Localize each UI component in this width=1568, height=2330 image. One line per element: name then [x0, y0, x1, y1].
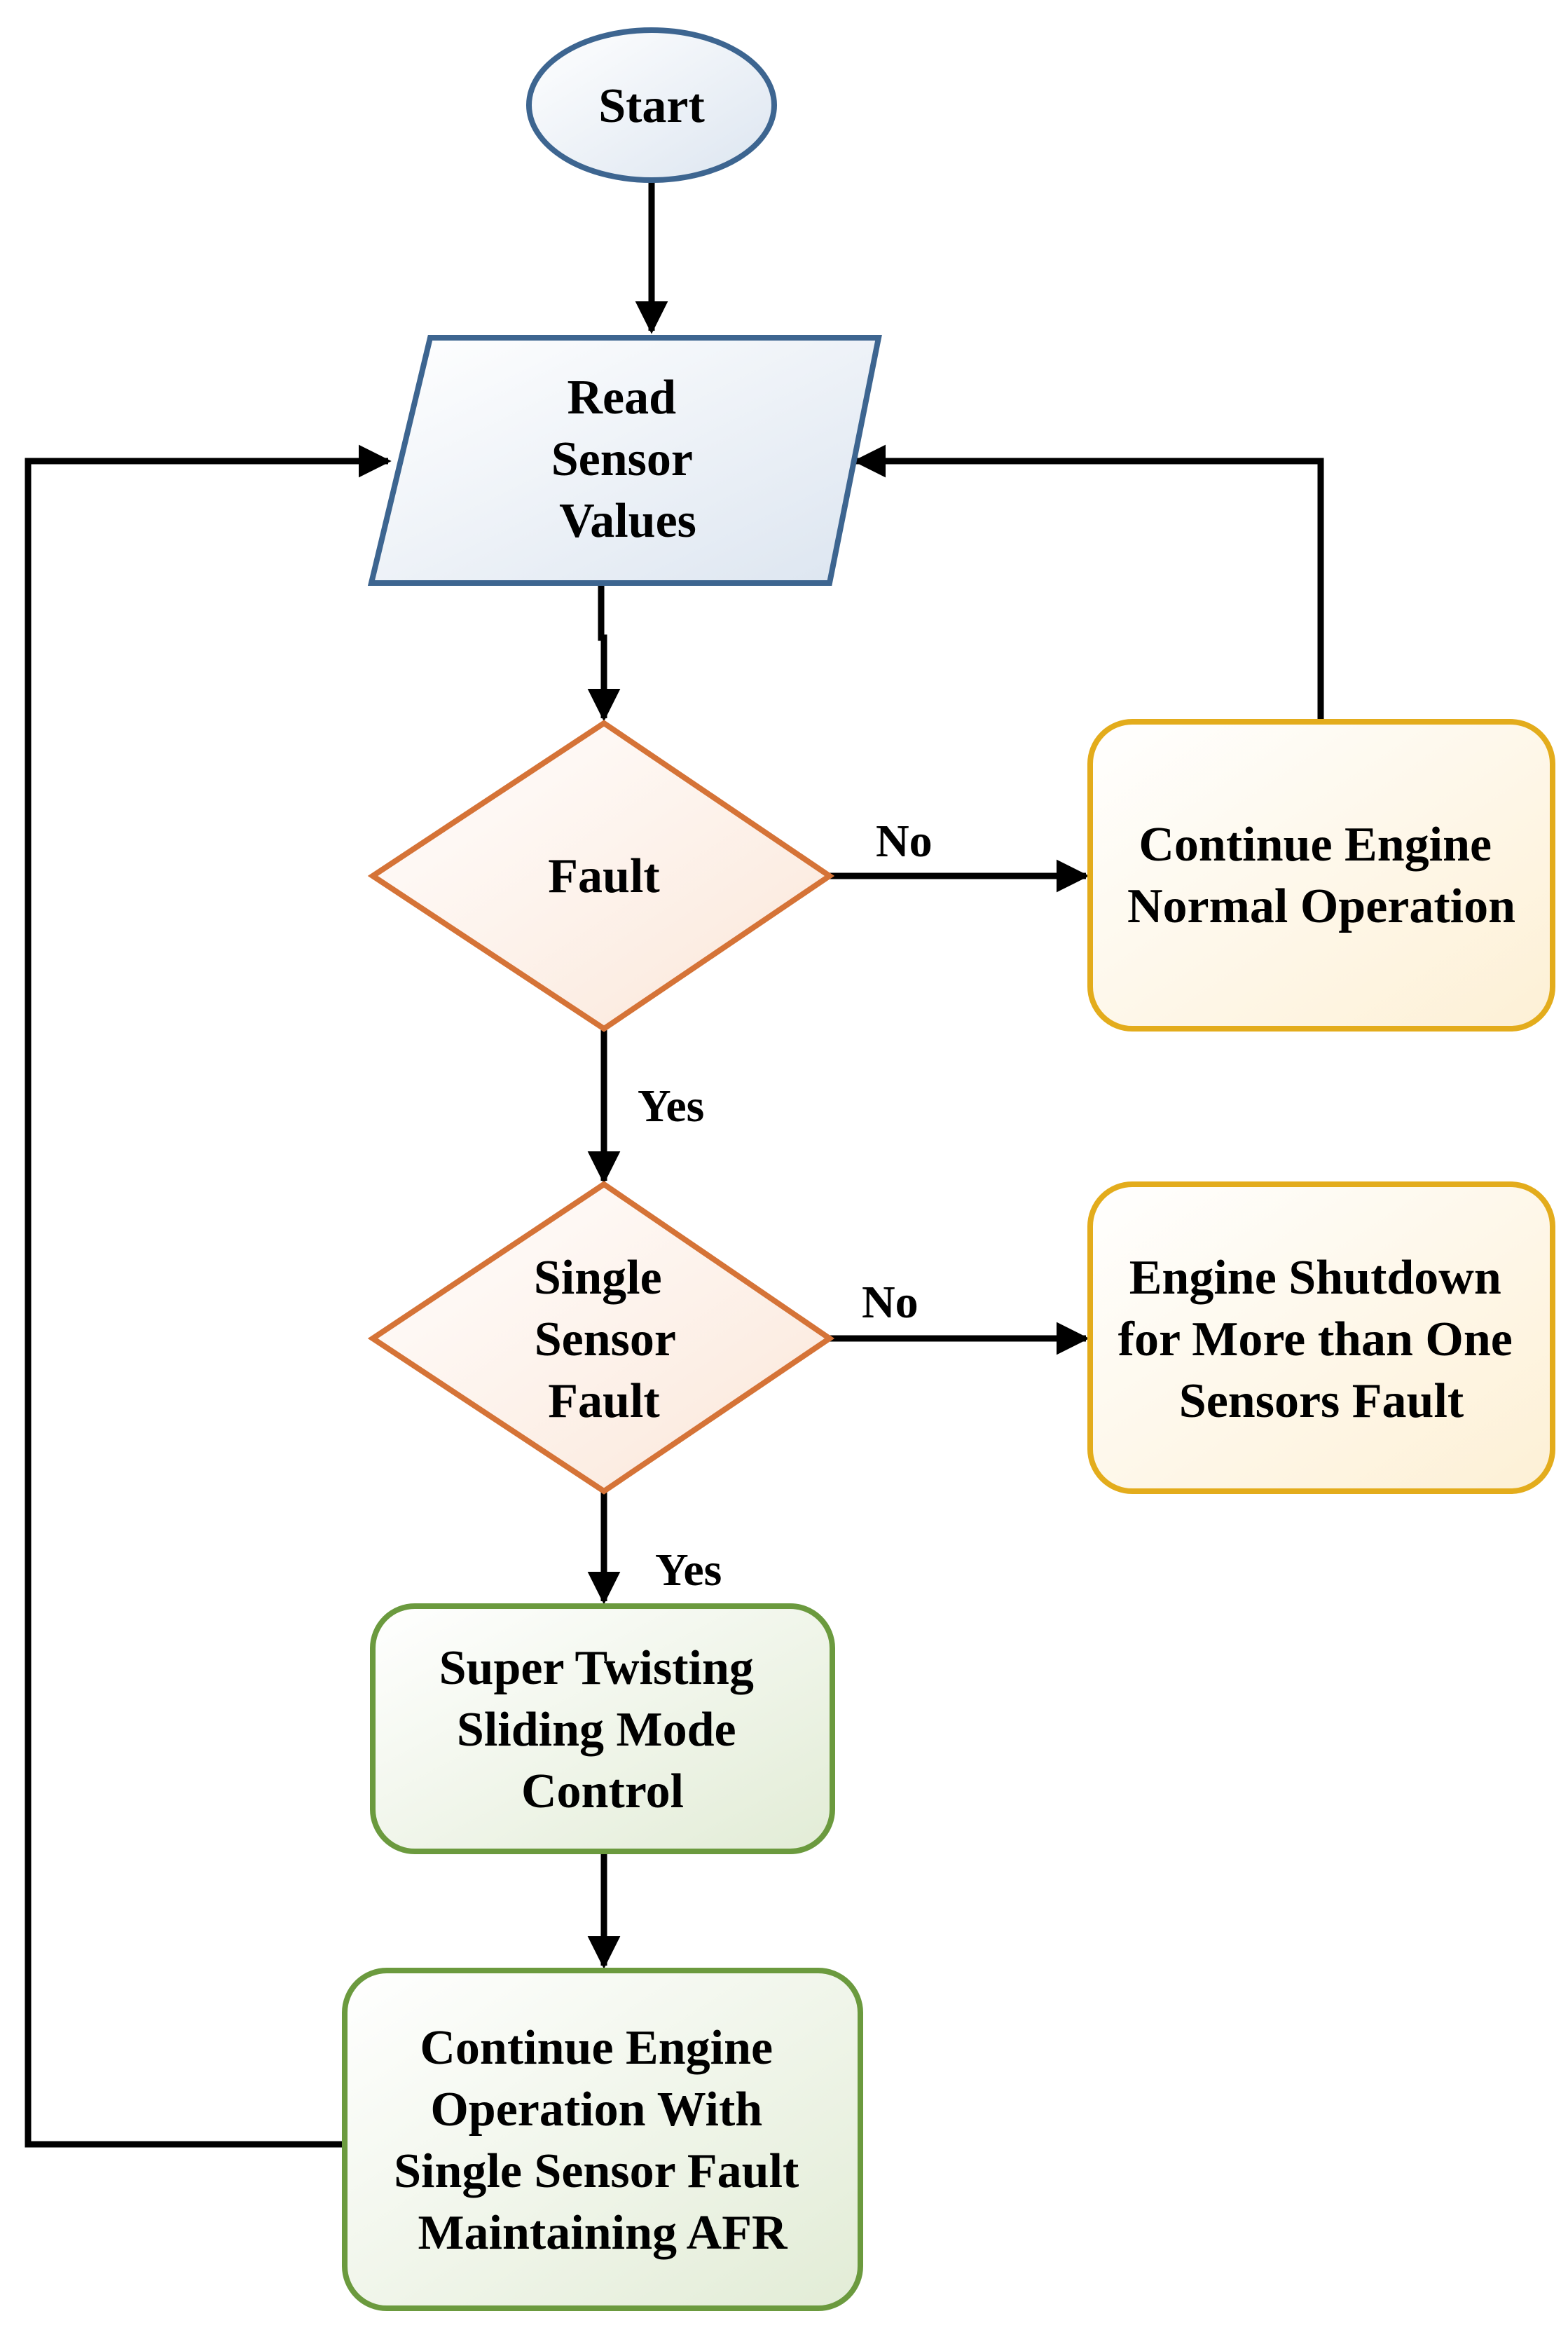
node-read: Read Sensor Values	[367, 335, 882, 586]
node-start-line-1: Start	[598, 79, 705, 133]
node-normal-line-2: Normal Operation	[1127, 879, 1515, 933]
node-fault-text: Fault	[548, 849, 659, 903]
node-cont-line-1: Continue Engine	[420, 2021, 773, 2075]
node-read-shape	[367, 335, 882, 586]
node-single-shape	[367, 1181, 835, 1495]
node-stsmc-line-2: Sliding Mode	[457, 1703, 736, 1757]
node-normal-text: Continue Engine Normal Operation	[1127, 818, 1515, 933]
edge-read-to-fault	[587, 583, 621, 722]
node-single: Single Sensor Fault	[367, 1181, 835, 1495]
edge-label-fault-no: No	[876, 816, 933, 867]
node-single-text: Single Sensor Fault	[534, 1251, 687, 1428]
node-normal-shape	[1087, 719, 1555, 1032]
node-shutdown-text: Engine Shutdown for More than One Sensor…	[1118, 1251, 1525, 1428]
node-cont-shape	[342, 1968, 863, 2311]
edge-cont-to-read	[25, 444, 392, 2148]
node-read-line-2: Sensor	[551, 432, 692, 486]
node-single-line-1: Single	[534, 1251, 662, 1305]
node-fault-line-1: Fault	[548, 849, 659, 903]
node-read-text: Read Sensor Values	[551, 371, 704, 548]
node-cont-line-2: Operation With	[430, 2083, 762, 2137]
node-stsmc-text: Super Twisting Sliding Mode Control	[439, 1641, 766, 1818]
node-fault-shape	[367, 720, 835, 1032]
node-shutdown-shape	[1087, 1181, 1555, 1494]
node-cont-line-4: Maintaining AFR	[418, 2206, 788, 2260]
edge-label-single-no: No	[862, 1277, 919, 1328]
node-read-line-1: Read	[567, 371, 676, 425]
edge-normal-to-read	[853, 444, 1324, 722]
node-normal: Continue Engine Normal Operation	[1087, 719, 1555, 1032]
node-single-line-3: Fault	[548, 1374, 659, 1428]
node-start-shape	[526, 27, 777, 183]
node-cont-text: Continue Engine Operation With Single Se…	[394, 2021, 811, 2260]
node-stsmc-shape	[370, 1603, 835, 1854]
node-read-line-3: Values	[559, 494, 696, 548]
node-start: Start	[526, 27, 777, 183]
node-normal-line-1: Continue Engine	[1139, 818, 1492, 872]
edge-label-single-yes: Yes	[655, 1544, 722, 1596]
node-stsmc-line-1: Super Twisting	[439, 1641, 754, 1695]
node-stsmc: Super Twisting Sliding Mode Control	[370, 1603, 835, 1854]
node-fault: Fault	[367, 720, 835, 1032]
node-shutdown-line-3: Sensors Fault	[1179, 1374, 1464, 1428]
edge-label-fault-yes: Yes	[638, 1081, 704, 1132]
node-stsmc-line-3: Control	[521, 1764, 684, 1818]
node-start-text: Start	[598, 79, 705, 133]
node-cont: Continue Engine Operation With Single Se…	[342, 1968, 863, 2311]
node-shutdown-line-2: for More than One	[1118, 1313, 1513, 1366]
node-shutdown: Engine Shutdown for More than One Sensor…	[1087, 1181, 1555, 1494]
node-cont-line-3: Single Sensor Fault	[394, 2144, 799, 2198]
node-single-line-2: Sensor	[535, 1313, 675, 1366]
node-shutdown-line-1: Engine Shutdown	[1129, 1251, 1501, 1305]
